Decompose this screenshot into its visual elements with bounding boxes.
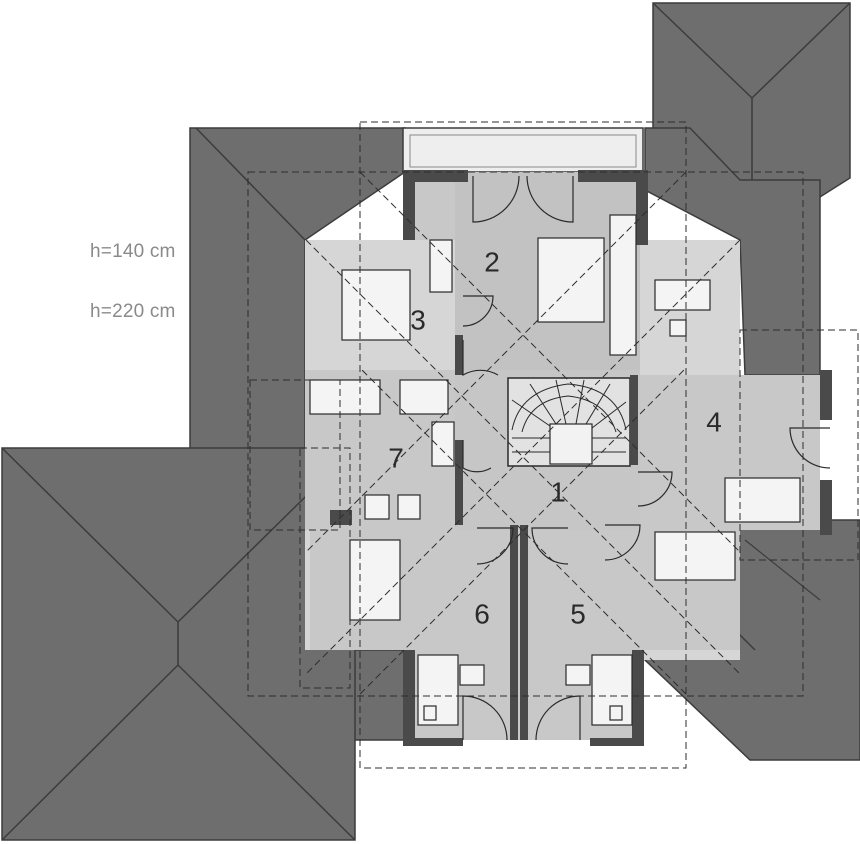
doors — [462, 175, 831, 741]
room-number-5: 5 — [570, 598, 586, 629]
room-number-6: 6 — [474, 598, 490, 629]
room-number-2: 2 — [484, 246, 500, 277]
balcony — [402, 127, 644, 173]
room-number-3: 3 — [410, 304, 426, 335]
staircase — [507, 377, 631, 467]
roof-bottom-left-wing — [1, 447, 356, 841]
legend-mid-height: h=220 cm — [90, 301, 176, 322]
room-number-7: 7 — [388, 442, 404, 473]
room-number-4: 4 — [706, 406, 722, 437]
room-number-1: 1 — [550, 476, 566, 507]
legend-low-height: h=140 cm — [90, 241, 176, 262]
dashed-roof-lines — [247, 121, 859, 769]
furniture — [309, 214, 801, 726]
